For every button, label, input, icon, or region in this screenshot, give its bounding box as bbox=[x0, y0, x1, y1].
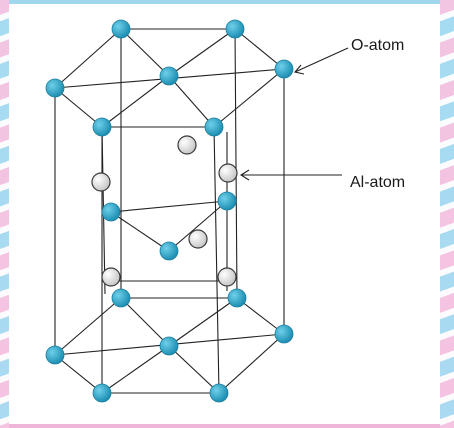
al-atom bbox=[91, 172, 111, 192]
o-atom bbox=[159, 241, 179, 261]
o-atom bbox=[111, 288, 131, 308]
o-atom bbox=[217, 191, 237, 211]
o-atom-label: O-atom bbox=[351, 37, 405, 54]
o-atom bbox=[209, 383, 229, 403]
o-atom bbox=[45, 78, 65, 98]
o-atom bbox=[274, 59, 294, 79]
o-atom bbox=[92, 117, 112, 137]
bond-lines bbox=[54, 28, 349, 394]
diagram-panel: O-atom Al-atom bbox=[9, 4, 440, 424]
o-atom bbox=[227, 288, 247, 308]
o-atom bbox=[225, 19, 245, 39]
al-atom bbox=[218, 163, 238, 183]
o-atom bbox=[204, 117, 224, 137]
al-atom bbox=[177, 135, 197, 155]
o-atom bbox=[92, 383, 112, 403]
decorative-border-right bbox=[440, 0, 454, 428]
o-atom bbox=[111, 19, 131, 39]
decorative-border-left bbox=[0, 0, 9, 428]
o-atom bbox=[45, 345, 65, 365]
o-atom bbox=[159, 66, 179, 86]
o-atom bbox=[274, 324, 294, 344]
o-atoms bbox=[45, 19, 294, 403]
al-atom bbox=[188, 229, 208, 249]
o-atom bbox=[101, 202, 121, 222]
al-atom bbox=[101, 267, 121, 287]
al-atom-label: Al-atom bbox=[350, 174, 406, 191]
crystal-structure-diagram bbox=[45, 19, 349, 403]
al-atoms bbox=[91, 135, 238, 287]
al-atom bbox=[217, 267, 237, 287]
o-atom bbox=[159, 336, 179, 356]
